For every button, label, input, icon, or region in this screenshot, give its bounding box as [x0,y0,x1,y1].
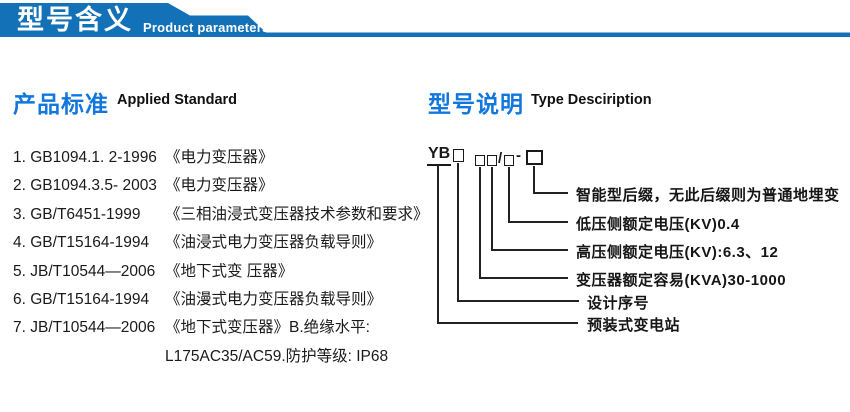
standard-title: 《三相油浸式变压器技术参数和要求》 [165,205,429,223]
banner-ribbon-shape [0,3,850,37]
item-number: 3. [13,205,26,223]
label-rated-capacity: 变压器额定容易(KVA)30-1000 [576,272,787,289]
applied-standard-heading-cn: 产品标准 [13,91,109,117]
standard-code: GB/T6451-1999 [30,205,141,223]
item-number: 5. [13,262,26,280]
standard-title: 《电力变压器》 [165,177,274,195]
list-item: 3. GB/T6451-1999 《三相油浸式变压器技术参数和要求》 [13,201,433,229]
model-code-box-capacity [475,155,485,166]
label-hv-rated-voltage: 高压侧额定电压(KV):6.3、12 [576,244,779,261]
standard-code: GB/T15164-1994 [30,234,150,252]
page-title: 型号含义 [17,5,133,35]
list-item: 7. JB/T10544—2006 《地下式变压器》B.绝缘水平: [13,314,433,342]
list-item: 2. GB1094.3.5- 2003 《电力变压器》 [13,172,433,200]
standard-code: JB/T10544—2006 [30,262,156,280]
label-lv-rated-voltage: 低压侧额定电压(KV)0.4 [576,216,740,233]
model-code-box-smart-suffix [526,150,543,165]
standard-code: GB1094.1. 2-1996 [30,149,157,166]
standards-list: 1. GB1094.1. 2-1996 《电力变压器》 2. GB1094.3.… [13,144,433,371]
list-item-continuation: L175AC35/AC59.防护等级: IP68 [165,347,389,365]
standard-title: 《电力变压器》 [165,149,274,166]
standard-code: GB/T15164-1994 [30,290,150,308]
model-code-box-design [453,149,464,162]
item-number: 7. [13,319,26,337]
standard-title: 《油漫式电力变压器负载导则》 [165,290,383,308]
model-dash: - [516,147,521,164]
type-description-heading-cn: 型号说明 [428,91,524,117]
standard-title: 《油浸式电力变压器负载导则》 [165,234,383,252]
model-code-box-hv [487,155,497,166]
standard-code: JB/T10544—2006 [30,319,156,337]
list-item: 5. JB/T10544—2006 《地下式变 压器》 [13,258,433,286]
standard-code: GB1094.3.5- 2003 [30,177,157,195]
item-number: 4. [13,234,26,252]
applied-standard-heading-en: Applied Standard [117,92,238,108]
standard-title: 《地下式变压器》B.绝缘水平: [165,319,370,337]
standard-title: 《地下式变 压器》 [165,262,294,280]
label-design-serial: 设计序号 [587,295,650,312]
list-item: 6. GB/T15164-1994 《油漫式电力变压器负载导则》 [13,286,433,314]
model-prefix-yb: YB [427,145,452,166]
list-item: 4. GB/T15164-1994 《油浸式电力变压器负载导则》 [13,229,433,257]
model-slash: / [498,150,503,167]
label-smart-suffix: 智能型后缀，无此后缀则为普通地埋变 [576,187,840,204]
page-subtitle: Product parameters [143,20,270,35]
list-item: 1. GB1094.1. 2-1996 《电力变压器》 [13,144,433,172]
model-code-box-lv [504,155,514,166]
label-prefab-substation: 预装式变电站 [587,317,681,334]
item-number: 6. [13,290,26,308]
item-number: 1. [13,149,26,166]
item-number: 2. [13,177,26,195]
type-description-heading-en: Type Desciription [531,92,652,108]
